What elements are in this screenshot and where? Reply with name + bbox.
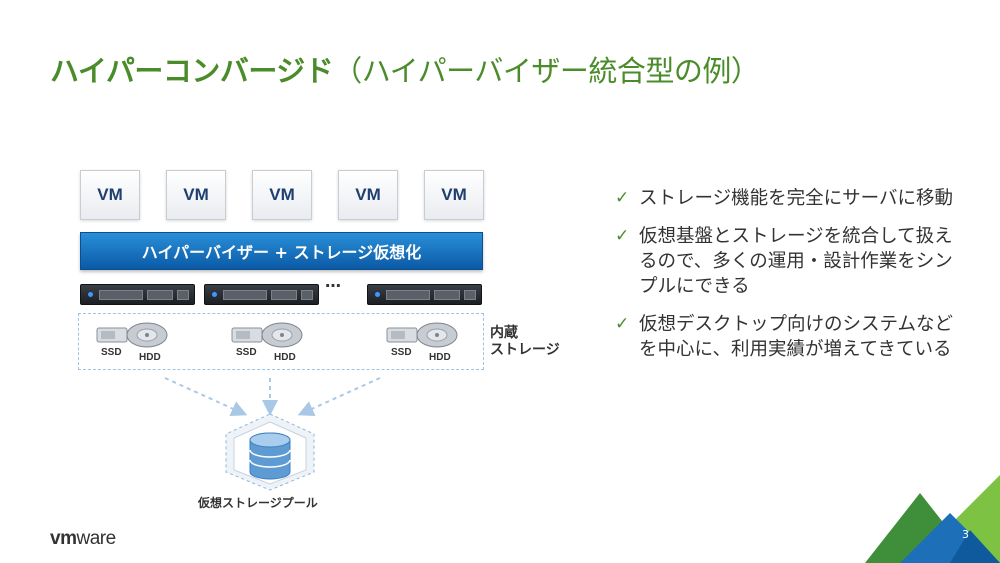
vm-box: VM bbox=[166, 170, 226, 220]
ssd-label: SSD bbox=[391, 347, 412, 358]
checkmark-icon: ✓ bbox=[615, 188, 630, 208]
hdd-label: HDD bbox=[429, 352, 451, 363]
bullet-item: ✓ ストレージ機能を完全にサーバに移動 bbox=[615, 186, 960, 211]
internal-storage-label: 内蔵 ストレージ bbox=[490, 325, 560, 359]
checkmark-icon: ✓ bbox=[615, 226, 630, 246]
vm-box: VM bbox=[424, 170, 484, 220]
logo-bold: vm bbox=[50, 528, 77, 549]
disk-group: SSD HDD bbox=[95, 320, 175, 365]
disk-drives-icon bbox=[386, 322, 458, 348]
internal-storage-box bbox=[78, 313, 484, 370]
ssd-label: SSD bbox=[101, 347, 122, 358]
hypervisor-bar: ハイパーバイザー + ストレージ仮想化 bbox=[80, 232, 483, 270]
logo-light: ware bbox=[76, 528, 116, 549]
vm-box: VM bbox=[80, 170, 140, 220]
page-number: 3 bbox=[962, 528, 969, 541]
corner-decoration-icon bbox=[865, 475, 1000, 563]
bullet-text: 仮想基盤とストレージを統合して扱えるので、多くの運用・設計作業をシンプルにできる bbox=[639, 226, 953, 297]
slide-title: ハイパーコンバージド（ハイパーバイザー統合型の例） bbox=[50, 48, 760, 90]
vmware-logo: vmware bbox=[50, 528, 116, 550]
disk-drives-icon bbox=[96, 322, 168, 348]
bullet-text: ストレージ機能を完全にサーバに移動 bbox=[639, 188, 953, 209]
server-icon bbox=[367, 284, 482, 305]
vm-box: VM bbox=[338, 170, 398, 220]
hdd-label: HDD bbox=[274, 352, 296, 363]
vm-box: VM bbox=[252, 170, 312, 220]
title-sub: （ハイパーバイザー統合型の例） bbox=[333, 54, 760, 88]
bullet-list: ✓ ストレージ機能を完全にサーバに移動 ✓ 仮想基盤とストレージを統合して扱える… bbox=[615, 186, 960, 375]
bullet-item: ✓ 仮想基盤とストレージを統合して扱えるので、多くの運用・設計作業をシンプルにで… bbox=[615, 224, 960, 299]
disk-group: SSD HDD bbox=[385, 320, 465, 365]
bullet-item: ✓ 仮想デスクトップ向けのシステムなどを中心に、利用実績が増えてきている bbox=[615, 312, 960, 362]
storage-pool-icon bbox=[225, 413, 315, 491]
internal-storage-label-line1: 内蔵 bbox=[490, 325, 518, 341]
checkmark-icon: ✓ bbox=[615, 314, 630, 334]
ellipsis: … bbox=[325, 272, 342, 291]
disk-drives-icon bbox=[231, 322, 303, 348]
internal-storage-label-line2: ストレージ bbox=[490, 342, 560, 358]
title-main: ハイパーコンバージド bbox=[50, 54, 334, 88]
storage-pool-label: 仮想ストレージプール bbox=[198, 496, 318, 510]
bullet-text: 仮想デスクトップ向けのシステムなどを中心に、利用実績が増えてきている bbox=[639, 314, 953, 360]
hdd-label: HDD bbox=[139, 352, 161, 363]
server-icon bbox=[204, 284, 319, 305]
disk-group: SSD HDD bbox=[230, 320, 310, 365]
ssd-label: SSD bbox=[236, 347, 257, 358]
server-icon bbox=[80, 284, 195, 305]
